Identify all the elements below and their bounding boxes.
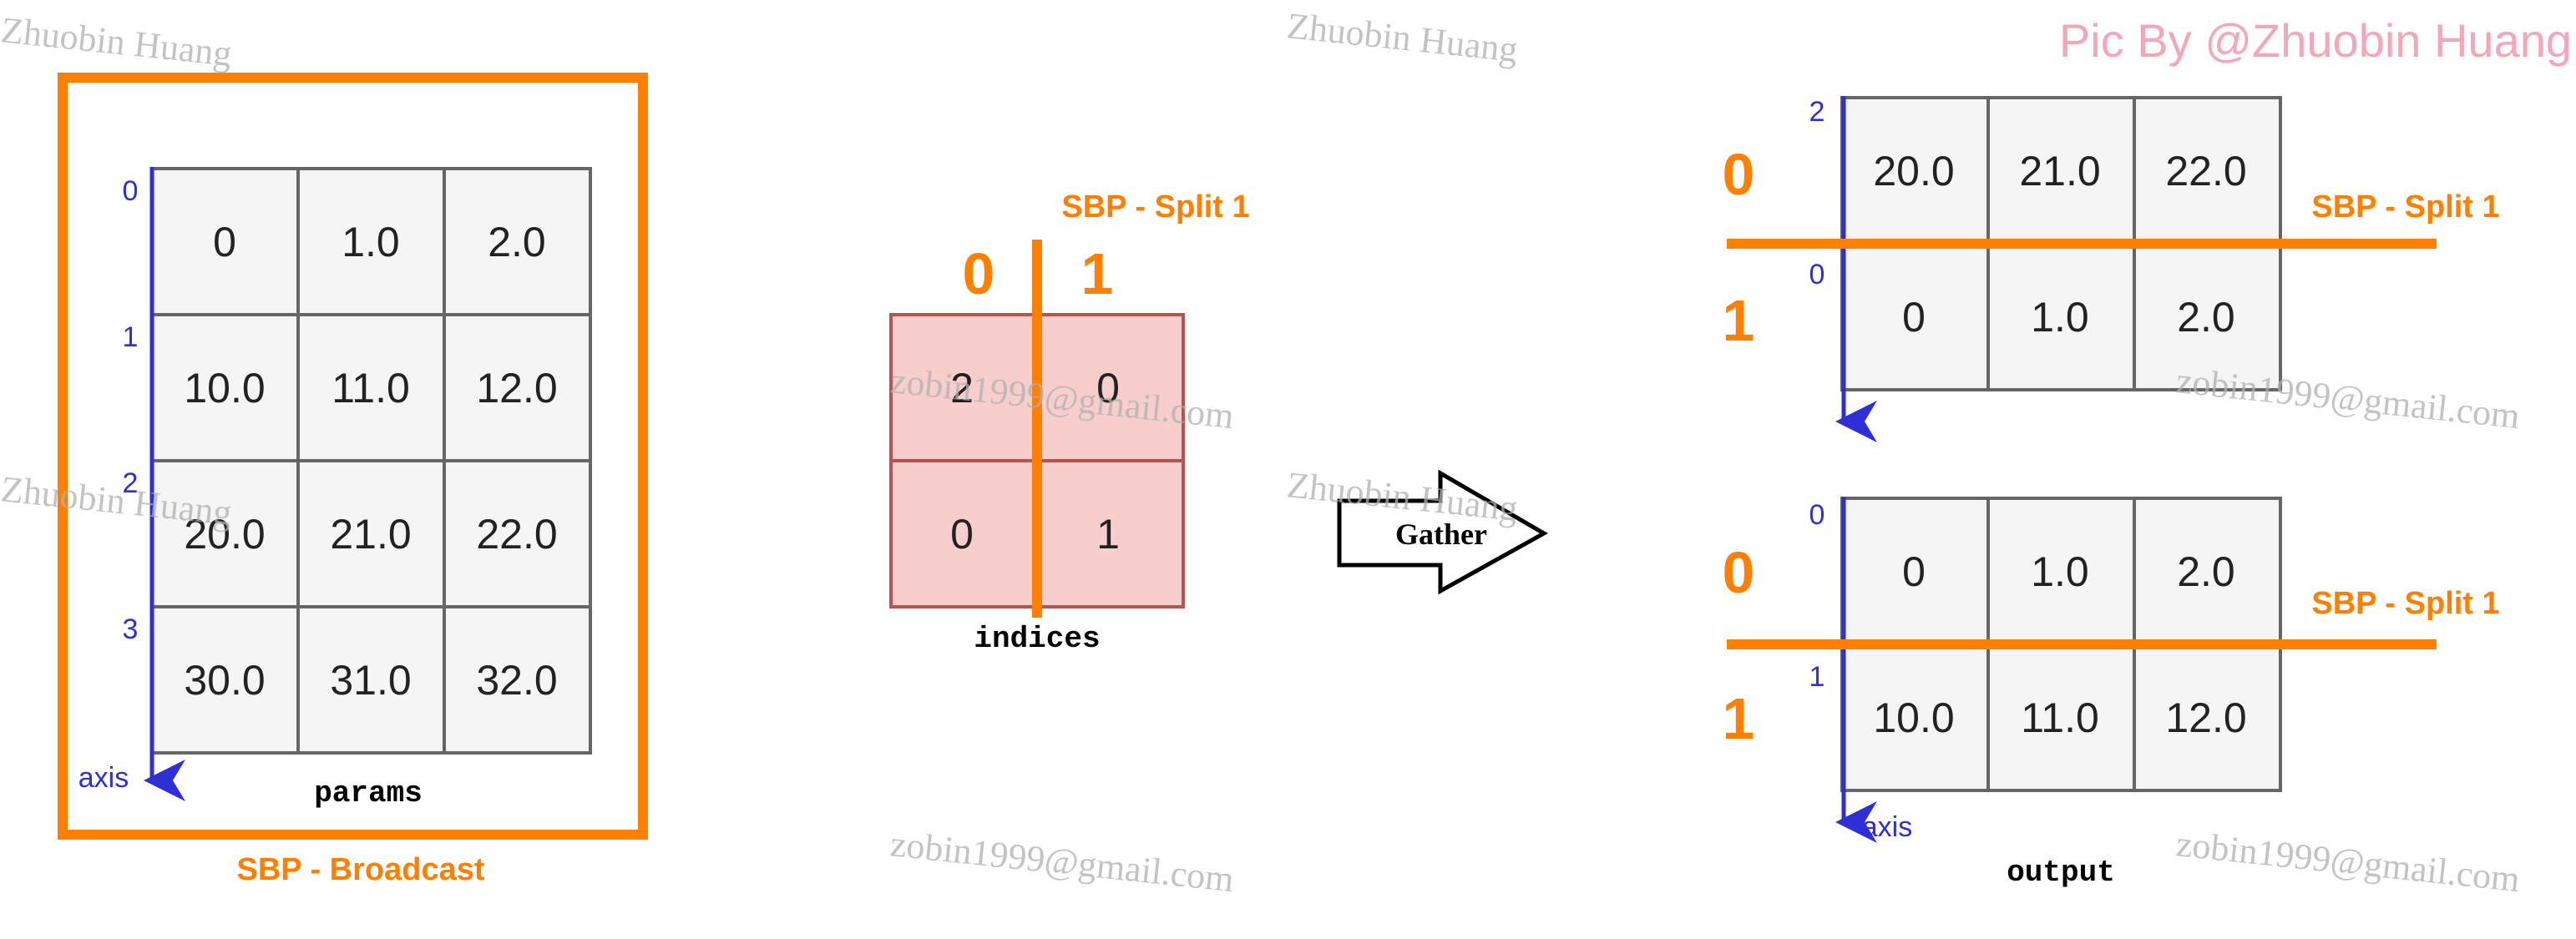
broadcast-frame xyxy=(58,73,648,840)
indices-label: indices xyxy=(974,622,1100,656)
output-top-cell-value: 22.0 xyxy=(2165,148,2246,194)
output-top-cell xyxy=(1986,242,2136,391)
output-bottom-row-index: 1 xyxy=(1809,661,1825,693)
params-cell-value: 31.0 xyxy=(330,657,411,704)
params-cell-value: 0 xyxy=(213,219,236,265)
output-top-split-label: 0 xyxy=(1723,142,1755,207)
params-cell-value: 22.0 xyxy=(476,511,557,558)
output-bottom-row-index: 0 xyxy=(1809,499,1825,531)
indices-cell-value: 0 xyxy=(950,511,974,558)
output-bottom-cell xyxy=(2133,497,2282,646)
params-cell-value: 10.0 xyxy=(184,365,265,411)
output-bottom-cell-value: 11.0 xyxy=(2021,694,2099,741)
params-row-index: 3 xyxy=(123,613,139,645)
output-bottom-cell-value: 0 xyxy=(1902,548,1926,595)
output-bottom-split-label: 1 xyxy=(1723,686,1755,751)
indices-split-label: 0 xyxy=(963,241,995,306)
params-cell-value: 11.0 xyxy=(331,365,410,411)
output-bottom-split-label: 0 xyxy=(1723,540,1755,605)
right-arrow-icon xyxy=(1337,469,1549,595)
params-axis-label: axis xyxy=(78,762,129,794)
params-cell xyxy=(443,605,592,755)
output-bottom-axis-label: axis xyxy=(1862,811,1912,843)
params-row-index: 0 xyxy=(123,175,139,207)
params-cell xyxy=(443,459,592,608)
output-label: output xyxy=(2007,856,2115,890)
indices-cell xyxy=(889,313,1039,462)
params-sbp-label: SBP - Broadcast xyxy=(236,852,484,887)
watermark-email: zobin1999@gmail.com xyxy=(2174,823,2522,900)
params-cell xyxy=(150,605,300,755)
output-bottom-cell xyxy=(1840,643,1990,792)
watermark-email: zobin1999@gmail.com xyxy=(888,823,1236,900)
output-bottom-cell-value: 1.0 xyxy=(2031,548,2089,595)
output-bottom-cell xyxy=(1986,643,2136,792)
output-top-cell xyxy=(2133,242,2282,391)
output-top-split-label: 1 xyxy=(1723,288,1755,353)
indices-cell xyxy=(889,459,1039,608)
params-cell-value: 12.0 xyxy=(476,365,557,411)
indices-cell-value: 2 xyxy=(950,365,974,411)
output-top-row-index: 2 xyxy=(1809,96,1825,128)
indices-sbp-label: SBP - Split 1 xyxy=(1061,189,1249,225)
output-bottom-cell xyxy=(2133,643,2282,792)
watermark-email: zobin1999@gmail.com xyxy=(2174,360,2522,437)
watermark-name: Zhuobin Huang xyxy=(1285,5,1520,70)
output-bottom-cell-value: 10.0 xyxy=(1873,694,1954,741)
params-cell-value: 20.0 xyxy=(184,511,265,558)
params-cell xyxy=(443,313,592,462)
output-bottom-cell-value: 2.0 xyxy=(2177,548,2235,595)
params-group: 0 1.0 2.0 10.0 11.0 12.0 20.0 21.0 22.0 … xyxy=(58,73,648,887)
indices-cell-value: 0 xyxy=(1096,365,1120,411)
params-cell-value: 2.0 xyxy=(488,219,546,265)
output-bottom-group: 0 1.0 2.0 10.0 11.0 12.0 0 1 axis 0 1 SB… xyxy=(1723,497,2500,890)
params-cell-value: 32.0 xyxy=(476,657,557,704)
output-bottom-cell-value: 12.0 xyxy=(2165,694,2246,741)
output-top-cell-value: 20.0 xyxy=(1873,148,1954,194)
output-top-group: 20.0 21.0 22.0 0 1.0 2.0 2 0 0 1 SBP - S… xyxy=(1723,96,2500,442)
indices-cell xyxy=(1035,313,1185,462)
params-cell xyxy=(296,167,446,316)
params-cell-value: 1.0 xyxy=(342,219,400,265)
params-row-index: 2 xyxy=(123,467,139,499)
watermark-credit: Pic By @Zhuobin Huang xyxy=(2059,14,2572,67)
params-cell xyxy=(296,605,446,755)
watermark-name: Zhuobin Huang xyxy=(0,9,234,74)
gather-label: Gather xyxy=(1395,517,1487,551)
output-top-cell-value: 0 xyxy=(1902,294,1926,341)
output-top-cell-value: 21.0 xyxy=(2019,148,2100,194)
output-top-cell-value: 2.0 xyxy=(2177,294,2235,341)
output-top-row-index: 0 xyxy=(1809,259,1825,290)
params-cell xyxy=(296,459,446,608)
params-cell-value: 30.0 xyxy=(184,657,265,704)
output-bottom-sbp-label: SBP - Split 1 xyxy=(2311,586,2499,621)
output-top-cell-value: 1.0 xyxy=(2031,294,2089,341)
indices-cell-value: 1 xyxy=(1096,511,1120,558)
gather-arrow: Gather xyxy=(1337,469,1549,595)
params-cell-value: 21.0 xyxy=(330,511,411,558)
params-grid: 0 1.0 2.0 10.0 11.0 12.0 20.0 21.0 22.0 … xyxy=(150,167,592,755)
params-cell xyxy=(443,167,592,316)
params-row-index: 1 xyxy=(123,321,139,353)
params-label: params xyxy=(314,776,423,810)
output-top-sbp-label: SBP - Split 1 xyxy=(2311,189,2499,225)
indices-split-label: 1 xyxy=(1081,241,1114,306)
indices-group: SBP - Split 1 0 1 2 0 0 1 indices xyxy=(889,189,1250,656)
